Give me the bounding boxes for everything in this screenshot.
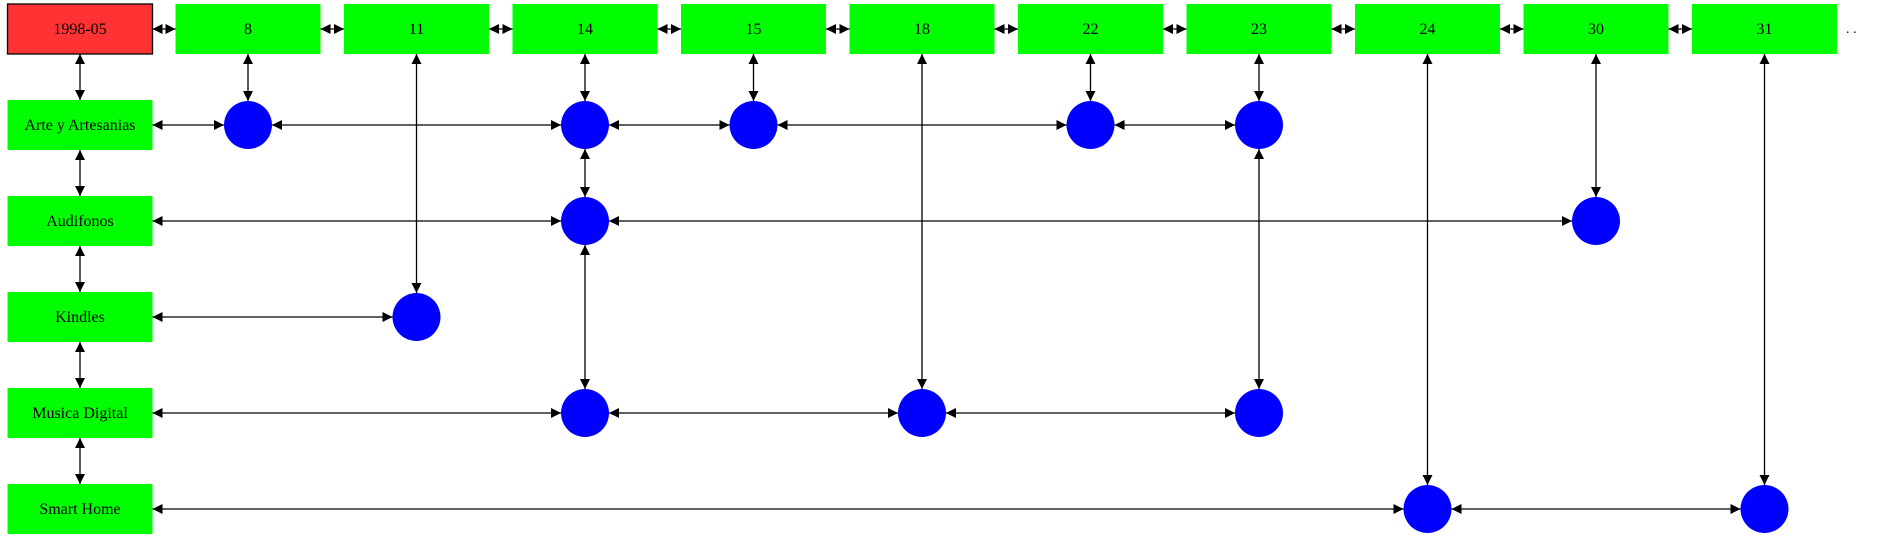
column-node-c24: 24 [1355, 4, 1500, 54]
column-node-c22: 22 [1018, 4, 1163, 54]
column-node-c30-box [1523, 4, 1669, 54]
column-node-c8-label: 8 [244, 21, 252, 38]
cell-dot-r_mus-c18 [898, 389, 946, 437]
row-node-r_mus-box [7, 388, 153, 438]
cell-dot-r_arte-c8 [224, 101, 272, 149]
column-node-c23: 23 [1186, 4, 1332, 54]
row-node-r_aud-label: Audifonos [46, 213, 114, 230]
column-node-c15-label: 15 [746, 21, 762, 38]
row-node-r_kin-label: Kindles [55, 309, 105, 326]
cell-dot-r_kin-c11 [392, 293, 441, 341]
row-node-r_kin: Kindles [7, 292, 153, 342]
root-node-box [6, 3, 154, 55]
column-node-c15: 15 [681, 4, 826, 54]
root-node-label: 1998-05 [53, 21, 106, 38]
edges-layer [75, 24, 1770, 514]
column-node-c24-box [1355, 4, 1500, 54]
column-node-c11-label: 11 [409, 21, 424, 38]
cell-dot-r_mus-c14 [561, 389, 609, 437]
cell-dot-r_aud-c14 [561, 197, 609, 245]
column-node-c22-box [1018, 4, 1163, 54]
cell-dot-r_sh-c24 [1403, 485, 1452, 533]
column-node-c31: 31 [1692, 4, 1837, 54]
column-node-c18-label: 18 [914, 21, 930, 38]
row-node-r_sh-box [7, 484, 153, 534]
column-node-c31-label: 31 [1757, 21, 1773, 38]
row-node-r_arte-label: Arte y Artesanias [24, 117, 135, 134]
column-node-c14-box [512, 4, 658, 54]
column-node-c11: 11 [344, 4, 489, 54]
column-node-c8-box [175, 4, 321, 54]
column-node-c30-label: 30 [1588, 21, 1604, 38]
row-node-r_sh-label: Smart Home [39, 501, 120, 518]
cell-dot-r_aud-c30 [1572, 197, 1620, 245]
column-node-c15-box [681, 4, 826, 54]
column-node-c18-box [849, 4, 995, 54]
column-node-c8: 8 [175, 4, 321, 54]
cell-dot-r_mus-c23 [1235, 389, 1283, 437]
row-node-r_mus-label: Musica Digital [32, 405, 128, 422]
cell-dot-r_arte-c23 [1235, 101, 1283, 149]
row-node-r_aud: Audifonos [7, 196, 153, 246]
column-node-c24-label: 24 [1420, 21, 1436, 38]
column-node-c23-box [1186, 4, 1332, 54]
column-node-c14-label: 14 [577, 21, 593, 38]
column-node-c18: 18 [849, 4, 995, 54]
cell-dot-r_arte-c22 [1066, 101, 1115, 149]
column-node-c14: 14 [512, 4, 658, 54]
row-node-r_arte-box [7, 100, 153, 150]
root-node: 1998-05 [6, 3, 154, 55]
column-node-c31-box [1692, 4, 1837, 54]
row-node-r_arte: Arte y Artesanias [7, 100, 153, 150]
column-node-c30: 30 [1523, 4, 1669, 54]
cell-dot-r_sh-c31 [1740, 485, 1789, 533]
column-node-c22-label: 22 [1083, 21, 1099, 38]
cell-dot-r_arte-c14 [561, 101, 609, 149]
row-node-r_kin-box [7, 292, 153, 342]
column-node-c23-label: 23 [1251, 21, 1267, 38]
more-indicator: . . [1846, 22, 1857, 37]
column-node-c11-box [344, 4, 489, 54]
row-node-r_mus: Musica Digital [7, 388, 153, 438]
row-node-r_sh: Smart Home [7, 484, 153, 534]
cell-dot-r_arte-c15 [729, 101, 778, 149]
row-node-r_aud-box [7, 196, 153, 246]
